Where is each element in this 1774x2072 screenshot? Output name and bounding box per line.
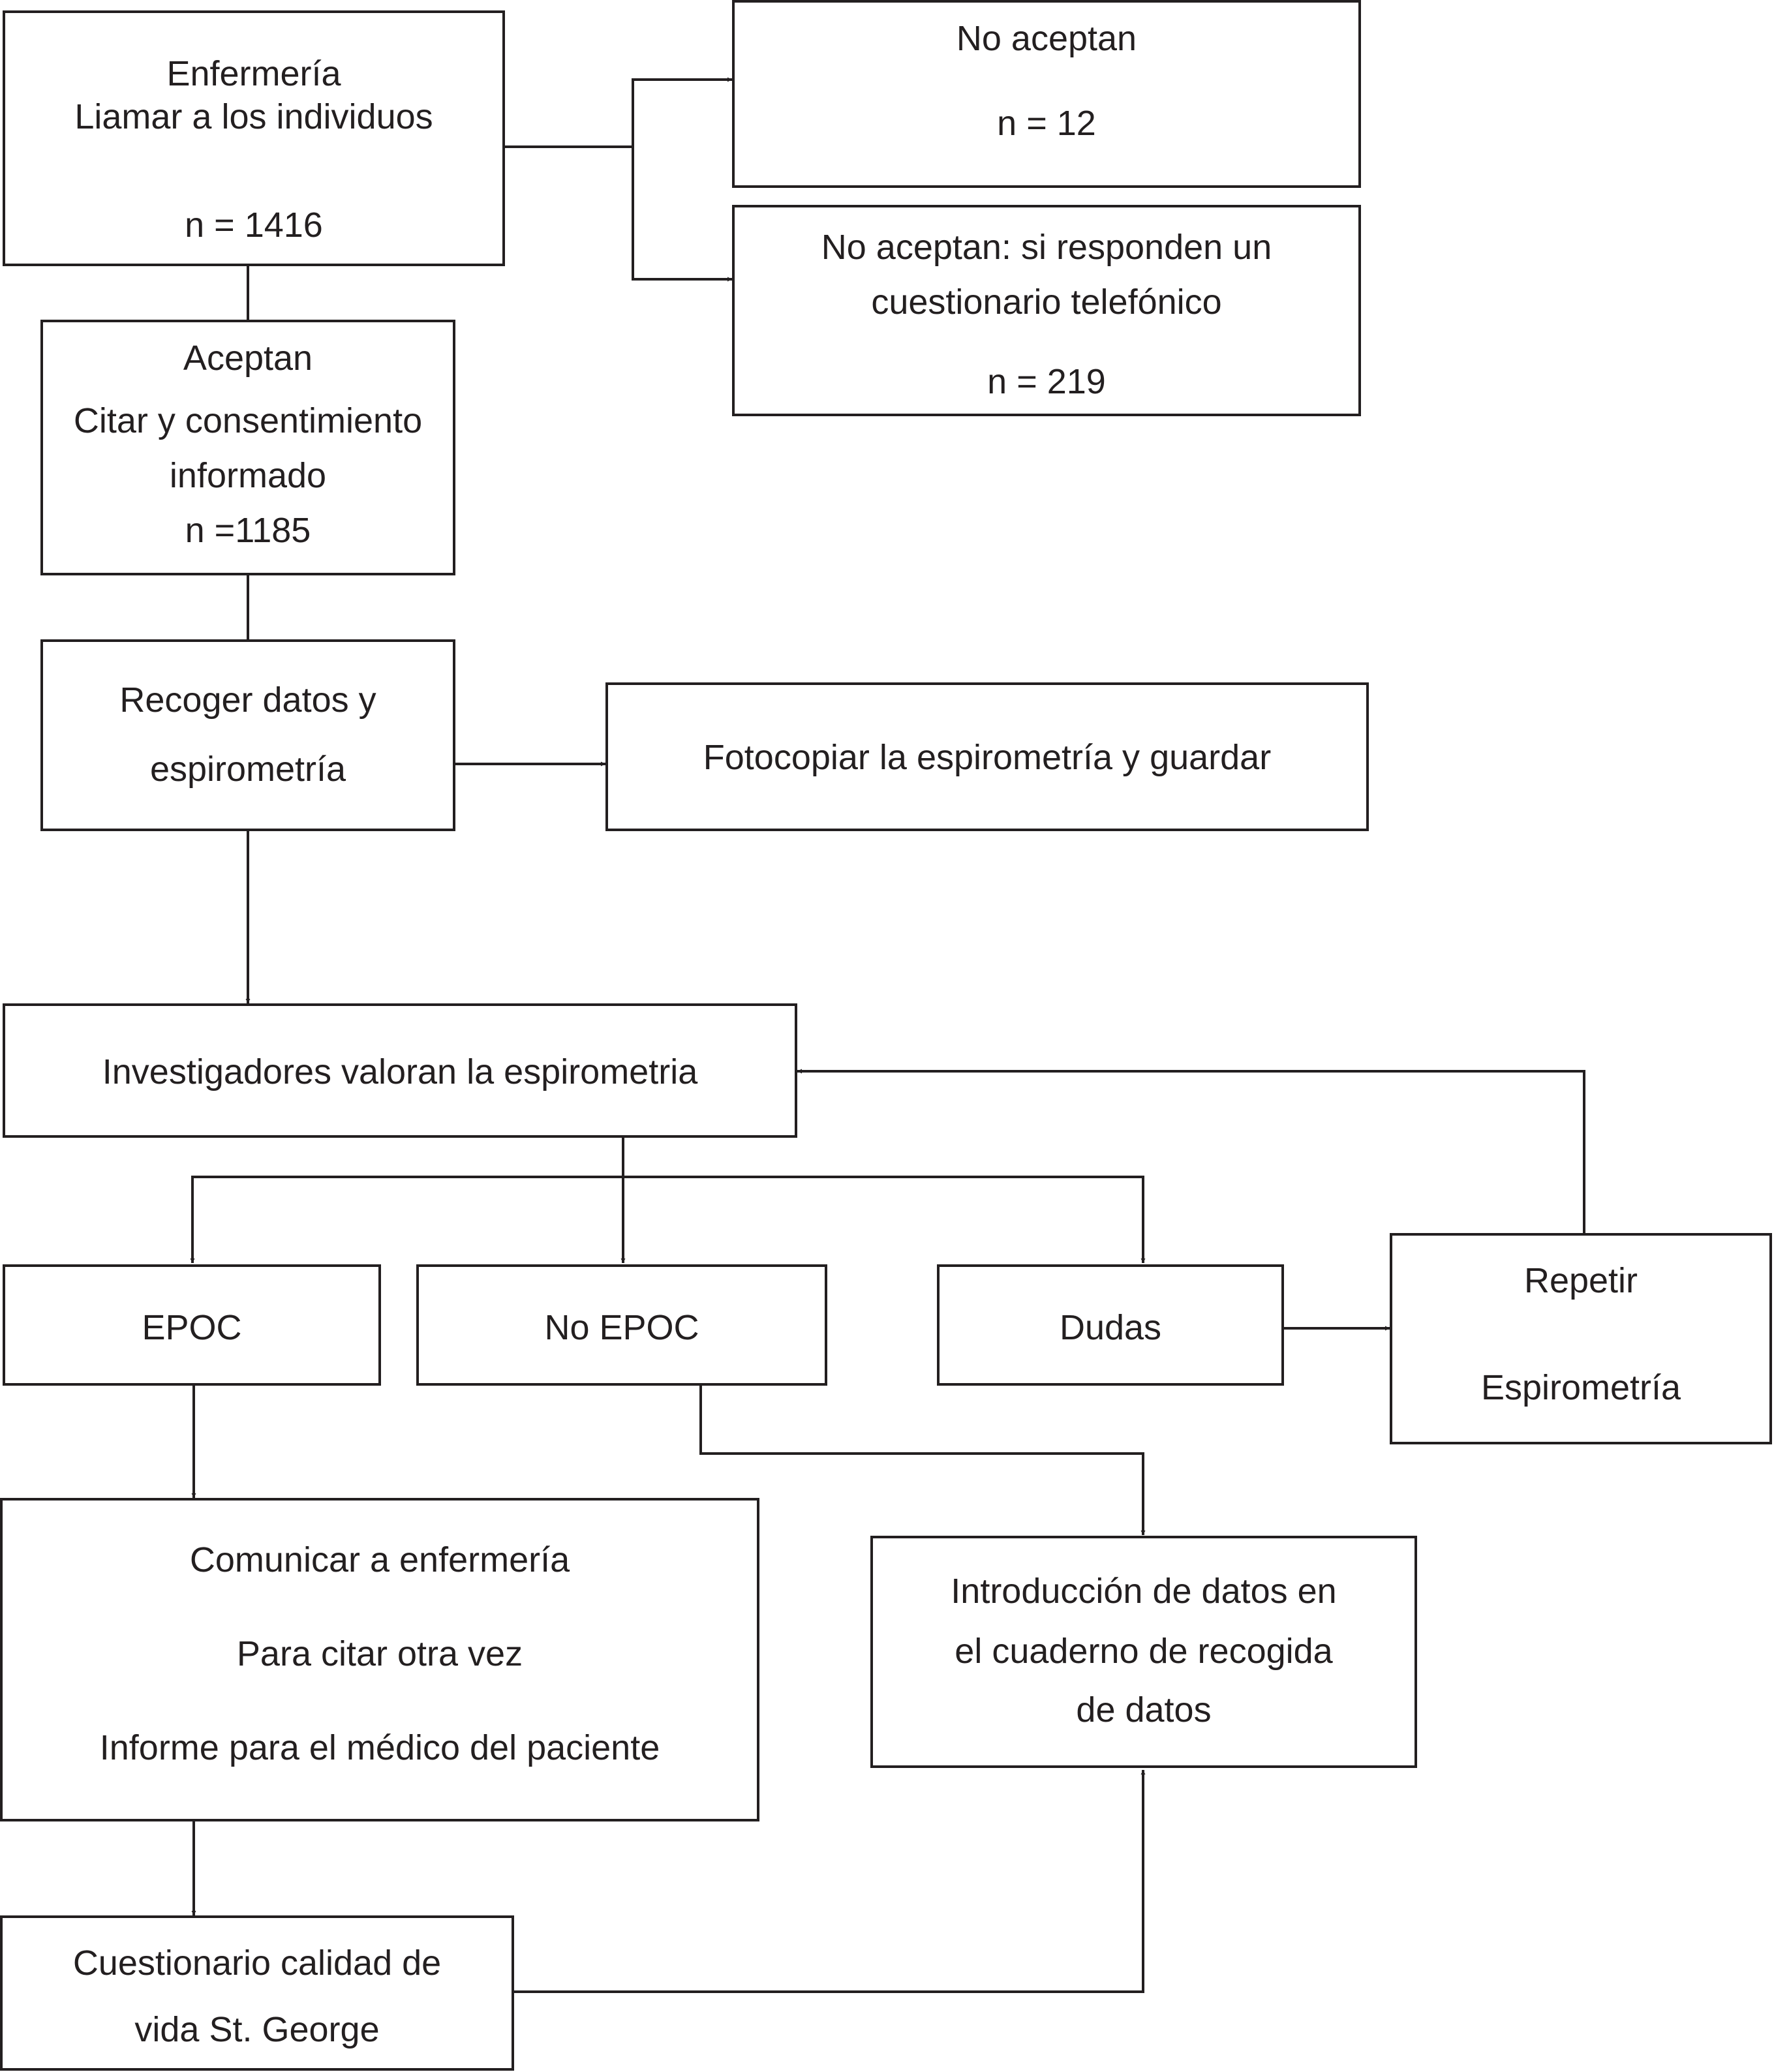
box-no-epoc-line1: No EPOC [544, 1308, 699, 1347]
connector-branch-epoc [190, 1176, 623, 1263]
box-no-aceptan-count: n = 12 [997, 104, 1096, 143]
box-comunicar-line2: Para citar otra vez [236, 1634, 523, 1673]
box-comunicar-line1: Comunicar a enfermería [189, 1540, 570, 1579]
box-investigadores: Investigadores valoran la espirometria [3, 1003, 797, 1138]
box-enfermeria-count: n = 1416 [185, 206, 323, 245]
box-cuestionario-line1: Cuestionario calidad de [72, 1943, 442, 1983]
connector-repetir-investigadores [797, 1069, 1585, 1233]
box-enfermeria: Enfermería Liamar a los individuos n = 1… [3, 10, 505, 266]
box-repetir-line2: Espirometría [1480, 1368, 1681, 1407]
connector-enfermeria-cuestionario-tel [632, 80, 732, 282]
box-epoc-line1: EPOC [142, 1308, 242, 1347]
box-fotocopiar: Fotocopiar la espirometría y guardar [605, 682, 1369, 831]
connector-cuestionario-introduccion [512, 1770, 1146, 1993]
box-no-aceptan-cuestionario: No aceptan: si responden un cuestionario… [732, 205, 1361, 416]
box-introduccion-line1: Introducción de datos en [951, 1572, 1337, 1611]
box-repetir-line1: Repetir [1523, 1261, 1638, 1300]
box-introduccion-line3: de datos [1076, 1690, 1212, 1729]
box-fotocopiar-line1: Fotocopiar la espirometría y guardar [703, 738, 1272, 777]
connector-noepoc-introduccion [699, 1384, 1146, 1535]
box-no-aceptan-cuestionario-line1: No aceptan: si responden un [821, 228, 1272, 267]
box-repetir: Repetir Espirometría [1390, 1233, 1772, 1444]
box-introduccion: Introducción de datos en el cuaderno de … [870, 1536, 1417, 1768]
box-introduccion-line2: el cuaderno de recogida [955, 1632, 1333, 1671]
box-aceptan-line1: Aceptan [183, 339, 313, 378]
box-cuestionario: Cuestionario calidad de vida St. George [0, 1915, 514, 2071]
box-recoger-line1: Recoger datos y [119, 680, 376, 720]
box-no-aceptan-cuestionario-count: n = 219 [987, 362, 1106, 401]
box-epoc: EPOC [3, 1264, 381, 1386]
box-enfermeria-line1: Enfermería [166, 54, 341, 93]
box-dudas: Dudas [937, 1264, 1284, 1386]
box-aceptan-line3: informado [169, 456, 327, 495]
box-cuestionario-line2: vida St. George [134, 2010, 380, 2049]
box-aceptan-count: n =1185 [185, 511, 311, 550]
box-aceptan-line2: Citar y consentimiento [73, 401, 423, 440]
box-no-aceptan: No aceptan n = 12 [732, 0, 1361, 188]
box-no-aceptan-cuestionario-line2: cuestionario telefónico [871, 282, 1222, 322]
box-comunicar: Comunicar a enfermería Para citar otra v… [0, 1498, 759, 1821]
box-recoger: Recoger datos y espirometría [40, 639, 455, 831]
connector-enfermeria-branch [504, 77, 732, 148]
connector-branch-dudas [623, 1176, 1146, 1263]
box-investigadores-line1: Investigadores valoran la espirometria [102, 1052, 698, 1091]
box-no-epoc: No EPOC [416, 1264, 827, 1386]
box-aceptan: Aceptan Citar y consentimiento informado… [40, 320, 455, 575]
box-recoger-line2: espirometría [149, 750, 346, 789]
box-comunicar-line3: Informe para el médico del paciente [99, 1728, 660, 1767]
box-no-aceptan-line1: No aceptan [956, 19, 1137, 58]
box-enfermeria-line2: Liamar a los individuos [74, 97, 433, 136]
box-dudas-line1: Dudas [1059, 1308, 1162, 1347]
